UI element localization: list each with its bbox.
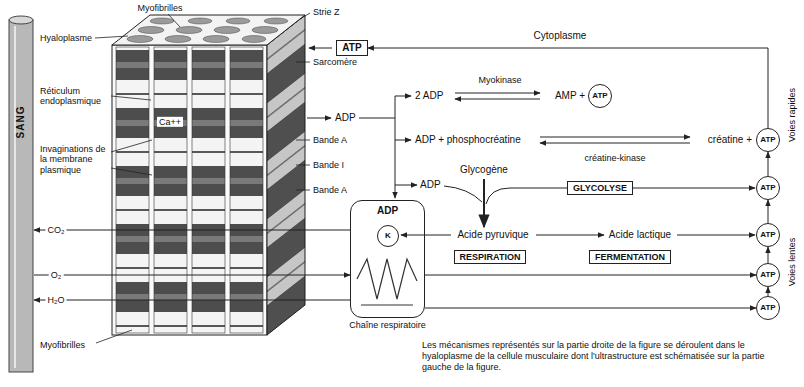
node-text: RESPIRATION (460, 252, 521, 262)
reaction-arrows (307, 48, 755, 235)
flow-connector (768, 200, 769, 223)
atp-circle: ATP (756, 296, 780, 320)
muscle-block (112, 15, 305, 335)
molecule-label: 2 ADP (415, 90, 443, 102)
molecule-label: AMP + (555, 90, 585, 102)
process-box: FERMENTATION (589, 250, 671, 264)
flow-connector (425, 275, 756, 276)
gas-label: H₂O (46, 295, 67, 305)
node-text: ATP (760, 303, 775, 312)
flow-connector (34, 230, 350, 231)
structure-label: Myofibrilles (137, 3, 182, 13)
molecule-label: créatine-kinase (584, 153, 645, 163)
atp-circle: ATP (756, 128, 780, 152)
molecule-label: Glycogène (460, 164, 508, 176)
structure-label: Ca++ (157, 117, 183, 127)
structure-label: Myofibrilles (40, 340, 85, 350)
structure-label: Strie Z (313, 7, 340, 17)
node-text: ATP (592, 91, 607, 100)
structure-label: Réticulum endoplasmique (40, 86, 108, 107)
structure-label: Bande A (313, 135, 347, 145)
process-box: ATP (336, 40, 367, 56)
node-text: ATP (760, 135, 775, 144)
node-text: ADP (351, 205, 424, 217)
molecule-label: ADP + phosphocréatine (415, 134, 521, 146)
process-box: RESPIRATION (454, 250, 527, 264)
atp-circle: ATP (588, 84, 612, 108)
atp-circle: ATP (756, 263, 780, 287)
structure-label: Bande A (313, 185, 347, 195)
figure-caption: Les mécanismes représentés sur la partie… (422, 340, 794, 373)
vessel-outline (8, 14, 34, 374)
process-box: GLYCOLYSE (567, 181, 633, 195)
molecule-label: créatine + (708, 134, 752, 146)
flow-connector (768, 287, 769, 296)
flow-connector (34, 300, 350, 301)
molecule-label: Myokinase (478, 75, 521, 85)
molecule-label: Acide lactique (609, 229, 671, 241)
structure-label: Sarcomère (313, 57, 357, 67)
molecule-label: ADP (335, 112, 356, 124)
structure-label: Hyaloplasme (40, 33, 92, 43)
molecule-label: Acide pyruvique (457, 229, 528, 241)
structure-label: Chaîne respiratoire (349, 320, 426, 330)
gas-label: CO₂ (46, 225, 67, 235)
structure-label: Invaginations de la membrane plasmique (40, 144, 108, 175)
node-text: FERMENTATION (595, 252, 665, 262)
node-text: ATP (760, 270, 775, 279)
flow-connector (768, 152, 769, 176)
pathway-label: Voies rapides (787, 88, 797, 142)
flow-connector (425, 308, 756, 309)
structure-label: Bande I (313, 160, 344, 170)
flow-connector (34, 275, 350, 276)
atp-circle: ATP (756, 176, 780, 200)
flow-connector (768, 247, 769, 263)
node-text: ATP (342, 42, 361, 54)
mitochondrion-cristae (351, 201, 423, 316)
node-text: K (385, 231, 391, 240)
flow-connector (368, 48, 768, 128)
krebs-cycle-circle: K (377, 225, 399, 247)
structure-label: Cytoplasme (534, 30, 587, 42)
node-text: ATP (760, 230, 775, 239)
molecule-label: ADP (420, 179, 441, 191)
node-text: GLYCOLYSE (573, 183, 627, 193)
pathway-label: Voies lentes (787, 238, 797, 287)
leader-lines (95, 13, 310, 343)
atp-circle: ATP (756, 223, 780, 247)
mitochondrion: ADPChaîne respiratoireK (350, 200, 425, 318)
blood-vessel: SANG (8, 14, 34, 374)
node-text: SANG (15, 106, 27, 139)
gas-label: O₂ (49, 270, 64, 280)
node-text: ATP (760, 183, 775, 192)
